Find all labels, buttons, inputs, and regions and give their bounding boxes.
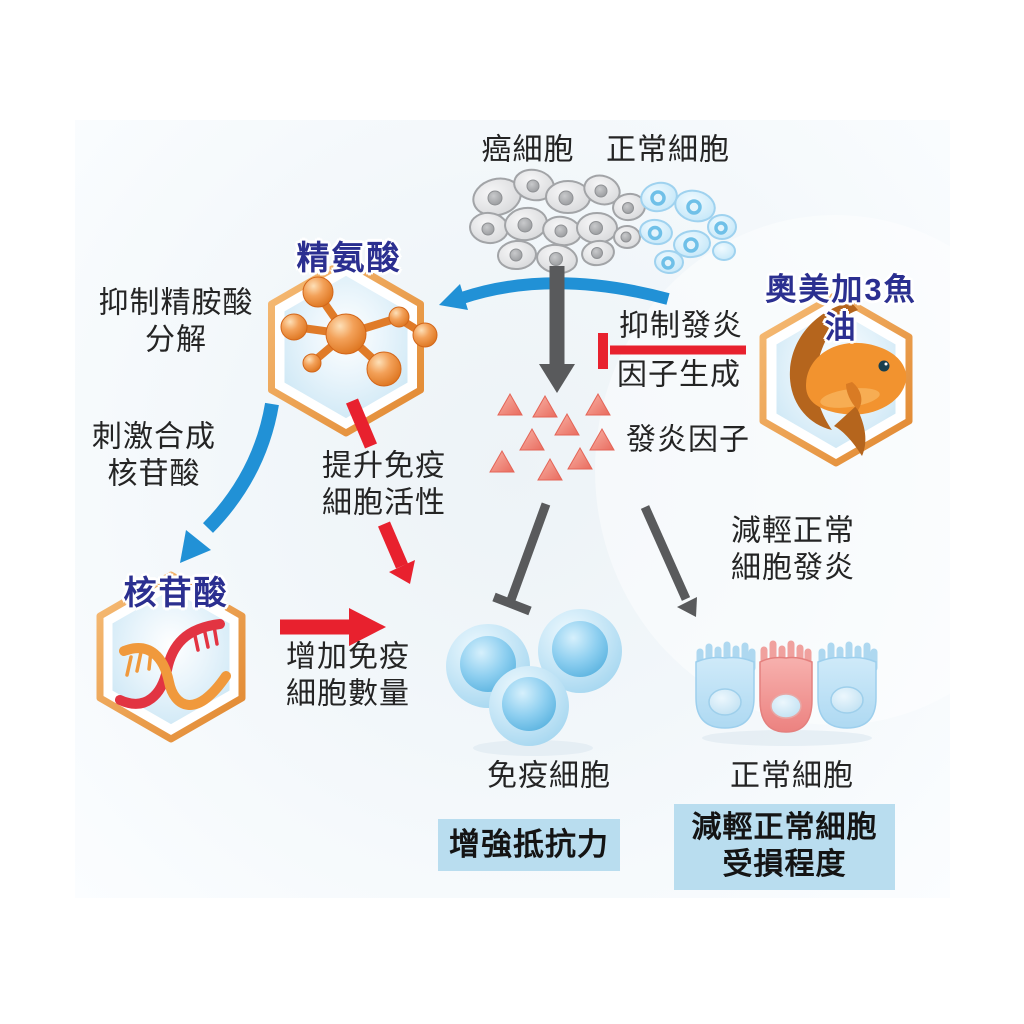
inhibit-bar-factors-to-immune: [492, 502, 551, 616]
reduce-normal-inflammation-label: 減輕正常 細胞發炎: [731, 514, 855, 584]
inhibit-inflammation-label-top: 抑制發炎: [619, 309, 743, 343]
cancer-cells-label: 癌細胞: [481, 133, 575, 167]
arginine-molecule-icon: [280, 276, 438, 387]
stimulate-synthesis-label: 刺激合成 核苷酸: [92, 420, 216, 490]
immune-cells-label: 免疫細胞: [487, 759, 611, 793]
omega3-fish-oil-title: 奧美加3魚油: [765, 272, 917, 345]
increase-immune-count-label: 增加免疫 細胞數量: [286, 640, 410, 710]
inflammatory-factors-label: 發炎因子: [626, 423, 750, 457]
outcome-reduce-damage-label: 減輕正常細胞 受損程度: [691, 811, 878, 881]
normal-cells-top-label: 正常細胞: [606, 133, 730, 167]
inhibit-bar-omega-to-factors: [598, 333, 746, 369]
arrow-arginine-to-nucleotide: [180, 402, 279, 563]
inhibit-inflammation-label-bottom: 因子生成: [617, 358, 741, 392]
arrow-factors-to-normal-cells: [640, 505, 697, 617]
nucleotide-title: 核苷酸: [123, 573, 229, 611]
normal-cells-bottom-label: 正常細胞: [730, 759, 854, 793]
cancer-cells-icon: [469, 168, 646, 275]
dna-helix-icon: [115, 619, 231, 710]
outcome-resistance-label: 增強抵抗力: [449, 827, 609, 863]
boost-immune-activity-label: 提升免疫 細胞活性: [322, 449, 446, 519]
inhibit-arginine-breakdown-label: 抑制精胺酸 分解: [98, 286, 254, 356]
inflammatory-factors-icon: [489, 392, 615, 481]
fish-icon: [789, 302, 907, 456]
arrow-nucleotide-to-immune: [280, 608, 386, 646]
outcome-box-reduce-damage: 減輕正常細胞 受損程度: [674, 804, 895, 890]
omega3-hexagon-icon: [759, 291, 913, 467]
immune-cells-icon: [446, 609, 622, 756]
arginine-hexagon-icon: [268, 257, 438, 437]
nucleotide-hexagon-icon: [96, 571, 246, 743]
normal-cells-top-icon: [639, 181, 737, 275]
arginine-title: 精氨酸: [296, 238, 402, 276]
arrow-arginine-to-immune-activity: [346, 398, 415, 584]
normal-cells-bottom-icon: [695, 640, 878, 746]
arrow-cells-to-factors: [539, 266, 575, 393]
background-highlight: [595, 215, 1024, 725]
outcome-box-resistance: 增強抵抗力: [438, 819, 620, 871]
